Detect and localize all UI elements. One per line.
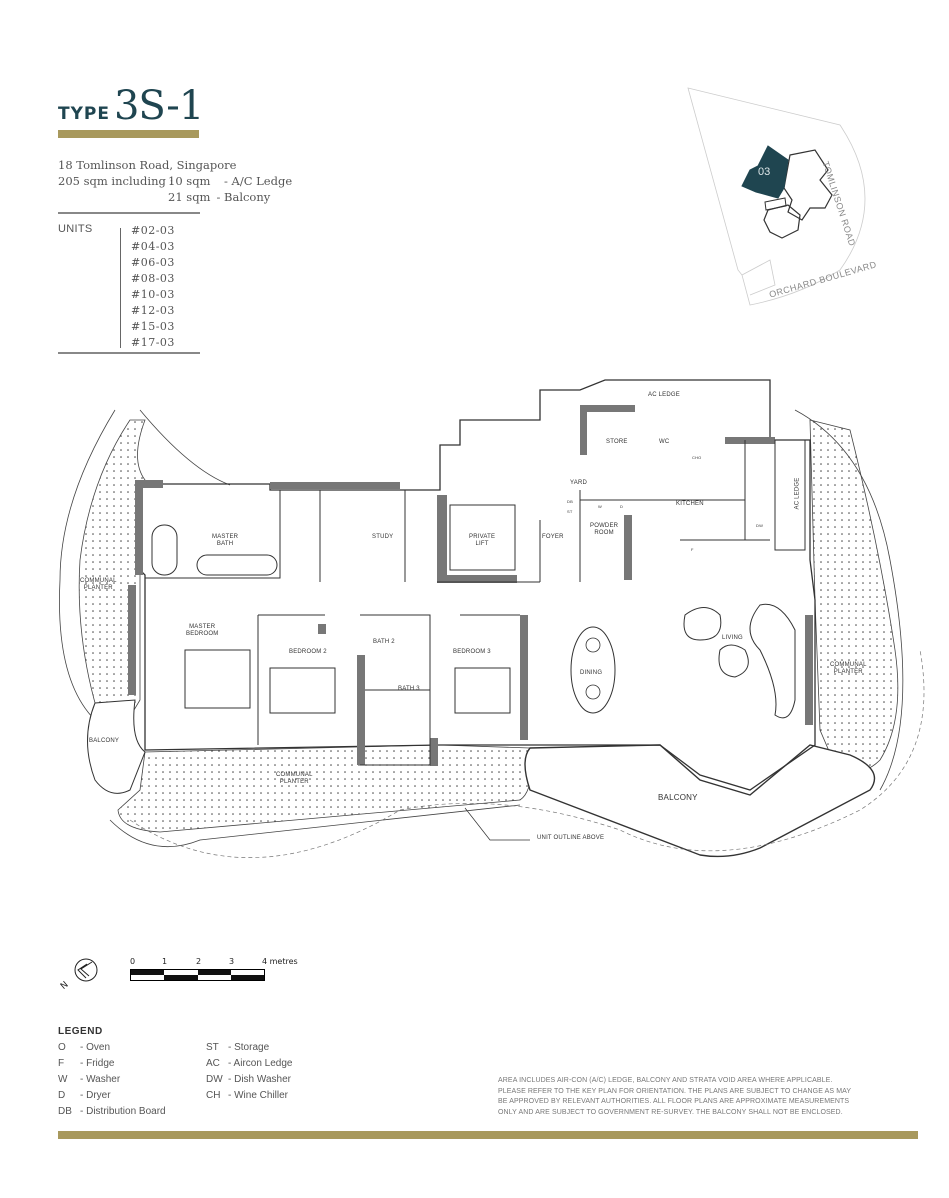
scale-tick: 2 xyxy=(196,957,202,966)
room-label-master-bath: MASTER BATH xyxy=(212,534,239,547)
scale-ticks: 0 1 2 3 4 metres xyxy=(130,957,298,969)
fixture-distribution-board: DB xyxy=(567,499,573,504)
legend-item: W- Washer xyxy=(58,1074,121,1085)
fixture-storage: ST xyxy=(567,509,573,514)
unit-number: #08-03 xyxy=(131,272,175,285)
disclaimer-line: PLEASE REFER TO THE KEY PLAN FOR ORIENTA… xyxy=(498,1087,852,1095)
legend-column-1: O- Oven F- Fridge W- Washer D- Dryer DB-… xyxy=(58,1040,206,1120)
fixture-fridge: F xyxy=(691,547,694,552)
disclaimer-line: AREA INCLUDES AIR-CON (A/C) LEDGE, BALCO… xyxy=(498,1077,833,1084)
legend-item: O- Oven xyxy=(58,1042,111,1053)
legend-item: F- Fridge xyxy=(58,1058,115,1069)
legend: LEGEND O- Oven F- Fridge W- Washer D- Dr… xyxy=(58,1026,354,1120)
room-label-dining: DINING xyxy=(580,670,603,676)
ac-ledge-label: - A/C Ledge xyxy=(224,174,293,188)
room-label-foyer: FOYER xyxy=(542,534,564,540)
room-label-master-bedroom: MASTER BEDROOM xyxy=(186,624,219,637)
balcony-label: - Balcony xyxy=(216,190,271,204)
room-label-ac-ledge-side: AC LEDGE xyxy=(794,477,801,510)
room-label-bedroom-2: BEDROOM 2 xyxy=(289,649,327,655)
ac-ledge-area: 10 sqm xyxy=(168,174,211,188)
legend-item: D- Dryer xyxy=(58,1090,111,1101)
units-list-block: UNITS #02-03 #04-03 #06-03 #08-03 #10-03… xyxy=(58,212,200,354)
balcony-area: 21 sqm xyxy=(168,190,211,204)
room-label-yard: YARD xyxy=(570,480,588,486)
room-label-kitchen: KITCHEN xyxy=(676,501,704,507)
room-label-ac-ledge-top: AC LEDGE xyxy=(648,392,680,398)
legend-column-2: ST- Storage AC- Aircon Ledge DW- Dish Wa… xyxy=(206,1040,354,1120)
fixture-washer: W xyxy=(598,504,602,509)
footer-accent-bar xyxy=(58,1131,918,1139)
room-label-communal-planter-left: COMMUNAL PLANTER xyxy=(80,578,117,591)
room-label-bath-2: BATH 2 xyxy=(373,639,395,645)
north-compass: N xyxy=(56,956,104,992)
type-code: 3S-1 xyxy=(113,83,204,129)
key-plan-site-outline xyxy=(687,87,866,306)
compass-north-label: N xyxy=(59,980,71,990)
type-label: TYPE xyxy=(58,104,110,124)
room-label-communal-planter-bottom: COMMUNAL PLANTER xyxy=(276,772,313,785)
legend-item: AC- Aircon Ledge xyxy=(206,1058,293,1069)
floor-plan: AC LEDGE STORE WC YARD KITCHEN AC LEDGE … xyxy=(0,370,949,870)
units-divider xyxy=(120,228,121,348)
scale-tick: 4 metres xyxy=(262,957,298,966)
room-label-living: LIVING xyxy=(722,635,743,641)
unit-number: #10-03 xyxy=(131,288,175,301)
highlighted-unit-label: 03 xyxy=(758,166,771,178)
scale-bar: 0 1 2 3 4 metres xyxy=(130,957,298,981)
compass-icon: N xyxy=(59,958,98,992)
fixture-dish-washer: DW xyxy=(756,523,764,528)
room-label-bath-3: BATH 3 xyxy=(398,686,420,692)
area-row-2: 21 sqm - Balcony xyxy=(58,189,292,205)
disclaimer-line: BE APPROVED BY RELEVANT AUTHORITIES. ALL… xyxy=(498,1098,850,1105)
unit-number: #04-03 xyxy=(131,240,175,253)
room-label-store: STORE xyxy=(606,439,628,445)
room-label-bedroom-3: BEDROOM 3 xyxy=(453,649,491,655)
unit-number: #15-03 xyxy=(131,320,175,333)
title-accent-bar xyxy=(58,130,199,138)
unit-number: #02-03 xyxy=(131,224,175,237)
room-label-study: STUDY xyxy=(372,534,394,540)
fixture-wine-chiller: CHO xyxy=(692,455,702,460)
total-area: 205 sqm including : xyxy=(58,174,174,188)
room-label-private-lift: PRIVATE LIFT xyxy=(469,534,496,547)
legend-item: CH- Wine Chiller xyxy=(206,1090,289,1101)
disclaimer-line: ONLY AND ARE SUBJECT TO GOVERNMENT RE-SU… xyxy=(498,1108,843,1116)
unit-number: #06-03 xyxy=(131,256,175,269)
scale-tick: 1 xyxy=(162,957,168,966)
unit-outline-above-label: UNIT OUTLINE ABOVE xyxy=(537,835,605,841)
legend-title: LEGEND xyxy=(58,1026,103,1037)
floor-plan-drawing xyxy=(59,379,925,858)
unit-number: #12-03 xyxy=(131,304,175,317)
units-label: UNITS xyxy=(58,223,93,235)
unit-type-title: TYPE 3S-1 xyxy=(58,83,204,129)
legend-item: DW- Dish Washer xyxy=(206,1074,291,1085)
room-label-powder-room: POWDER ROOM xyxy=(590,523,619,536)
scale-tick: 0 xyxy=(130,957,136,966)
room-label-balcony-main: BALCONY xyxy=(658,793,698,802)
legend-item: DB- Distribution Board xyxy=(58,1106,166,1117)
scale-tick: 3 xyxy=(229,957,235,966)
units-list: #02-03 #04-03 #06-03 #08-03 #10-03 #12-0… xyxy=(131,223,175,351)
room-label-balcony-small: BALCONY xyxy=(89,738,120,744)
disclaimer: AREA INCLUDES AIR-CON (A/C) LEDGE, BALCO… xyxy=(498,1076,908,1118)
room-label-wc: WC xyxy=(659,439,670,445)
unit-number: #17-03 xyxy=(131,336,175,349)
fixture-dryer: D xyxy=(620,504,624,509)
area-row-1: 205 sqm including : 10 sqm - A/C Ledge xyxy=(58,173,292,189)
key-plan: 03 TOMLINSON ROAD ORCHARD BOULEVARD xyxy=(680,80,910,320)
legend-item: ST- Storage xyxy=(206,1042,270,1053)
address-block: 18 Tomlinson Road, Singapore 205 sqm inc… xyxy=(58,157,292,205)
scale-graphic xyxy=(130,969,265,981)
room-label-communal-planter-right: COMMUNAL PLANTER xyxy=(830,662,867,675)
address-line: 18 Tomlinson Road, Singapore xyxy=(58,158,237,172)
